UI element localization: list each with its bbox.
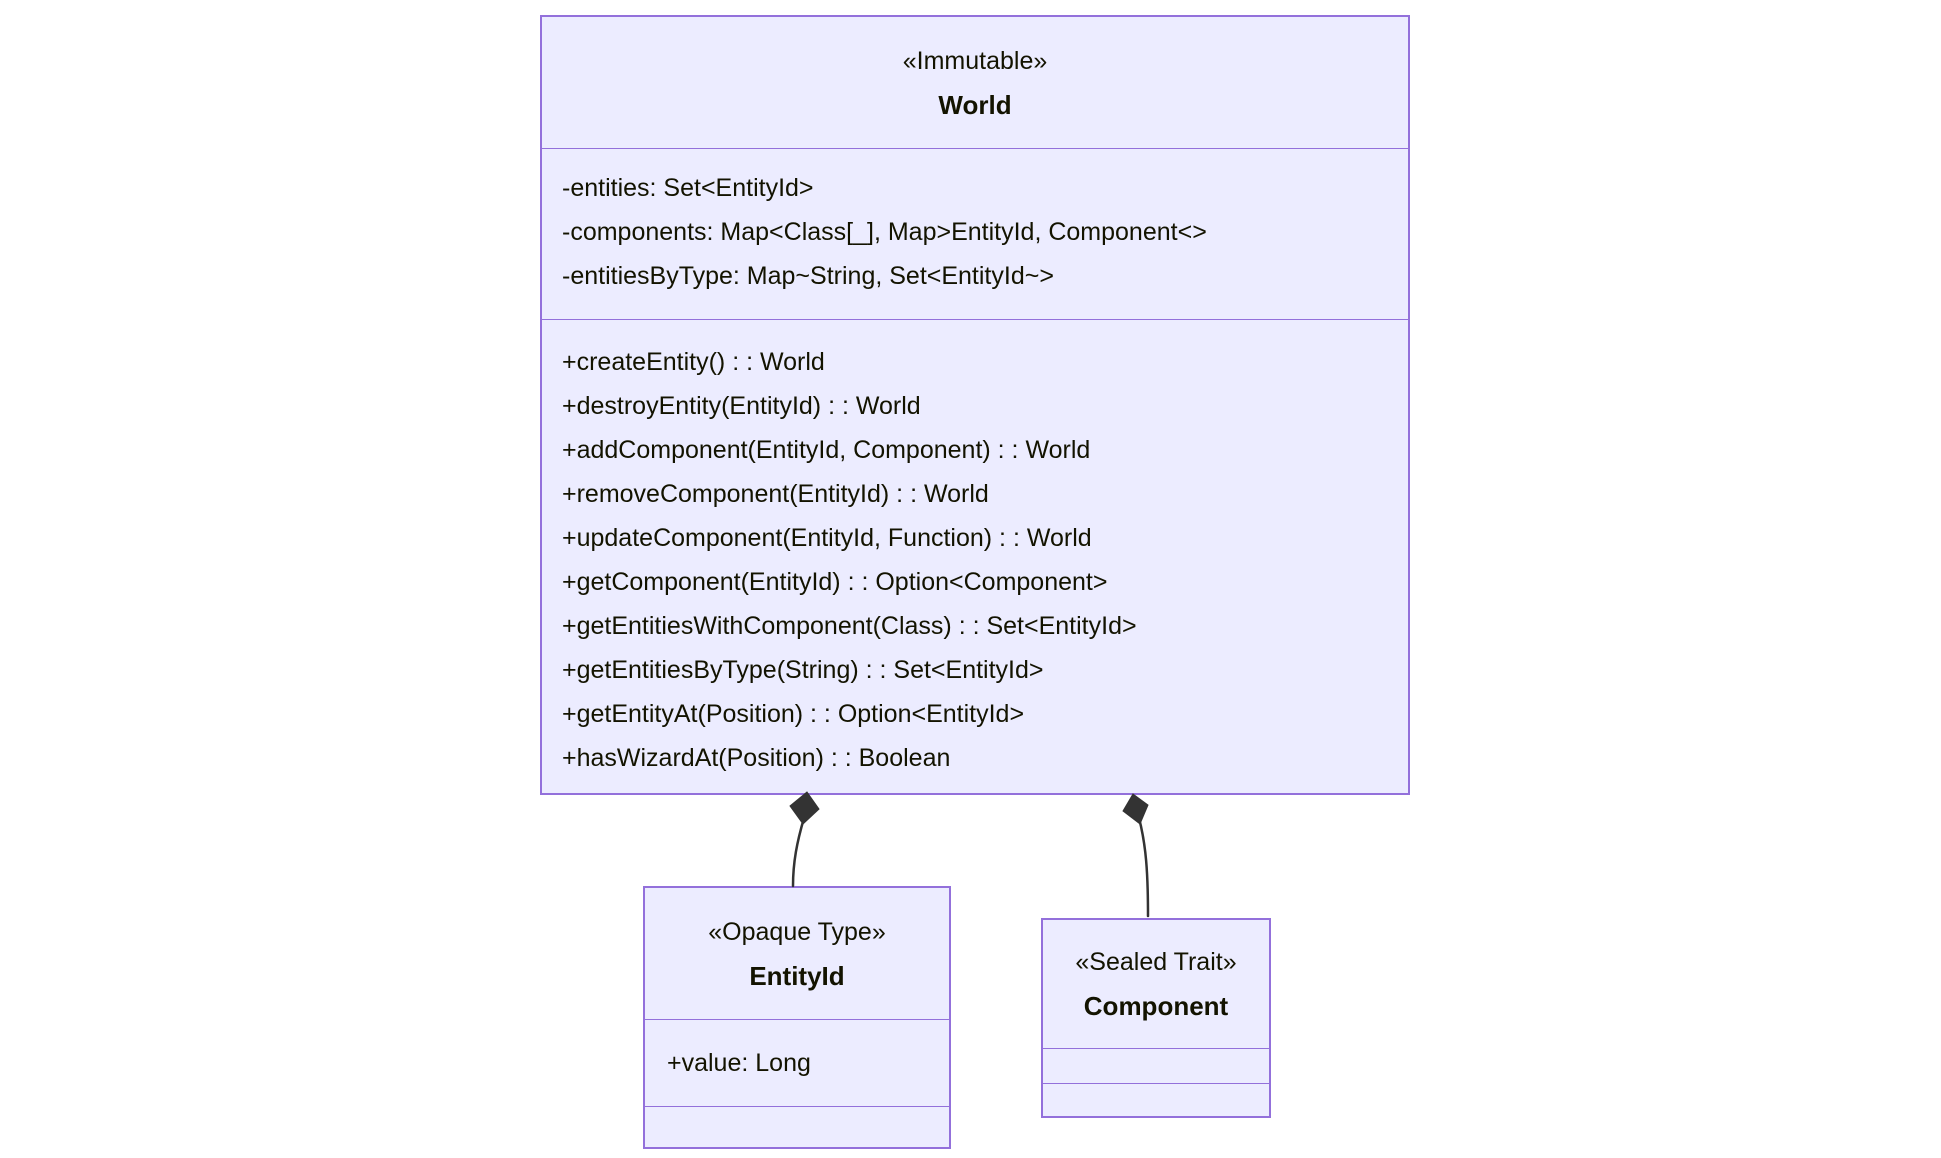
method-getentitieswithcomponent: +getEntitiesWithComponent(Class) : : Set… xyxy=(562,612,1137,640)
method-destroyentity: +destroyEntity(EntityId) : : World xyxy=(562,392,921,420)
method-addcomponent: +addComponent(EntityId, Component) : : W… xyxy=(562,436,1091,464)
composition-edge-world-component xyxy=(1137,816,1150,918)
attribute-value: +value: Long xyxy=(667,1049,811,1077)
class-component-name: Component xyxy=(1083,991,1229,1021)
class-component-header: «Sealed Trait» Component xyxy=(1043,920,1269,1048)
attribute-entities: -entities: Set<EntityId> xyxy=(562,174,814,202)
method-getcomponent: +getComponent(EntityId) : : Option<Compo… xyxy=(562,568,1108,596)
class-entityid-methods-section xyxy=(645,1106,949,1147)
method-haswizardat: +hasWizardAt(Position) : : Boolean xyxy=(562,744,951,772)
class-world-header: «Immutable» World xyxy=(542,17,1408,148)
class-node-world: «Immutable» World -entities: Set<EntityI… xyxy=(540,15,1410,795)
method-getentityat: +getEntityAt(Position) : : Option<Entity… xyxy=(562,700,1025,728)
class-world-name: World xyxy=(938,89,1012,120)
class-node-entityid: «Opaque Type» EntityId +value: Long xyxy=(643,886,951,1149)
class-component-methods-section xyxy=(1043,1083,1269,1116)
attribute-entitiesbytype: -entitiesByType: Map~String, Set<EntityI… xyxy=(562,262,1054,290)
composition-diamond-world-entityid xyxy=(789,791,820,825)
class-entityid-attributes-section: +value: Long xyxy=(645,1019,949,1106)
method-getentitiesbytype: +getEntitiesByType(String) : : Set<Entit… xyxy=(562,656,1044,684)
class-component-stereotype: «Sealed Trait» xyxy=(1075,948,1237,976)
class-world-attributes-section: -entities: Set<EntityId> -components: Ma… xyxy=(542,148,1408,319)
class-entityid-stereotype: «Opaque Type» xyxy=(708,917,886,946)
composition-edge-world-entityid xyxy=(791,816,806,888)
method-updatecomponent: +updateComponent(EntityId, Function) : :… xyxy=(562,524,1092,552)
method-createentity: +createEntity() : : World xyxy=(562,348,825,376)
class-entityid-header: «Opaque Type» EntityId xyxy=(645,888,949,1019)
class-world-methods-section: +createEntity() : : World +destroyEntity… xyxy=(542,319,1408,793)
attribute-components: -components: Map<Class[_], Map>EntityId,… xyxy=(562,218,1207,246)
composition-diamond-world-component xyxy=(1122,793,1149,825)
class-node-component: «Sealed Trait» Component xyxy=(1041,918,1271,1118)
class-world-stereotype: «Immutable» xyxy=(902,46,1048,75)
class-entityid-name: EntityId xyxy=(749,960,845,991)
method-removecomponent: +removeComponent(EntityId) : : World xyxy=(562,480,989,508)
class-component-attributes-section xyxy=(1043,1048,1269,1083)
